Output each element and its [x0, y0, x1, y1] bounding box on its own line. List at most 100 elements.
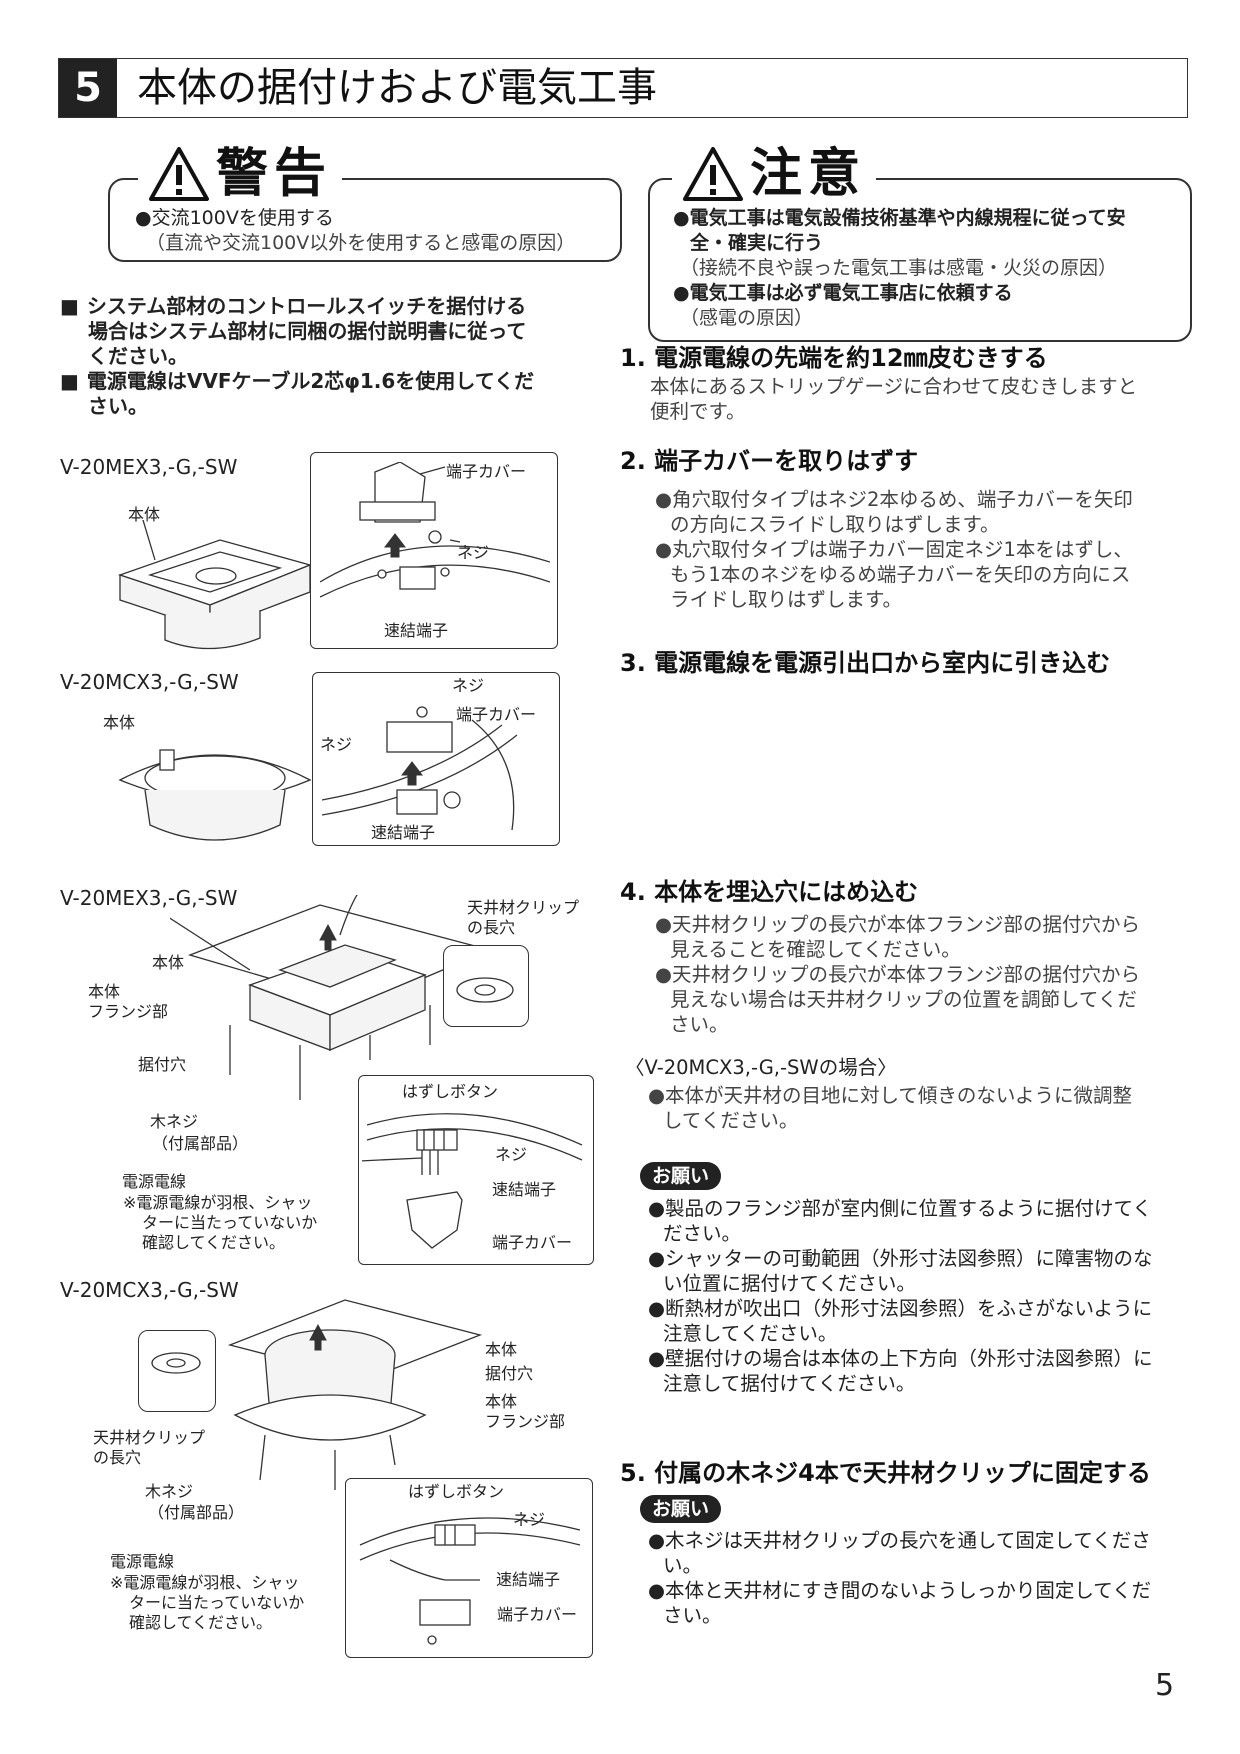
fig2-label-cover: 端子カバー — [456, 705, 537, 724]
fig1-inset — [310, 452, 558, 649]
fig3-label-screw: ネジ — [495, 1145, 528, 1164]
step-4-title: 4. 本体を埋込穴にはめ込む — [620, 878, 919, 906]
fig4-label-flange-1: 本体 — [485, 1392, 518, 1411]
fig2-label-screw-top: ネジ — [452, 676, 485, 695]
fig4-unit-drawing — [227, 1299, 483, 1490]
step-3-title: 3. 電源電線を電源引出口から室内に引き込む — [620, 649, 1111, 677]
request-badge-1: お願い — [640, 1162, 722, 1190]
fig4-label-screw: ネジ — [513, 1510, 546, 1529]
step-4-line-5: さい。 — [670, 1013, 729, 1036]
request-1-line-1: ●製品のフランジ部が室内側に位置するように据付けてく — [648, 1197, 1152, 1220]
fig4-label-clip-1: 天井材クリップ — [93, 1428, 206, 1447]
fig1-label-cover: 端子カバー — [446, 462, 527, 481]
request-badge-2: お願い — [640, 1495, 722, 1523]
caution-line-4: ●電気工事は必ず電気工事店に依頼する — [673, 282, 1013, 304]
fig3-label-terminal: 速結端子 — [492, 1180, 557, 1199]
fig4-label-flange-2: フランジ部 — [485, 1412, 566, 1431]
fig1-model: V-20MEX3,-G,-SW — [60, 455, 238, 479]
fig1-unit-drawing — [117, 520, 313, 650]
caution-title: 注意 — [672, 146, 877, 202]
step-4-case-line-1: ●本体が天井材の目地に対して傾きのないように微調整 — [648, 1084, 1133, 1107]
note-2: 電源電線はVVFケーブル2芯φ1.6を使用してくだ さい。 — [60, 369, 534, 419]
caution-line-1: ●電気工事は電気設備技術基準や内線規程に従って安 — [673, 207, 1126, 229]
warning-item-main: ●交流100Vを使用する — [135, 207, 334, 229]
fig4-label-wood-1: 木ネジ — [145, 1482, 194, 1501]
fig3-wire-note-1: ※電源電線が羽根、シャッ — [123, 1193, 313, 1212]
fig3-label-honntai: 本体 — [152, 953, 185, 972]
fig3-clip-drawing — [456, 977, 514, 1003]
request-2-line-3: ●本体と天井材にすき間のないようしっかり固定してくだ — [648, 1579, 1152, 1602]
request-1-line-4: い位置に据付けてください。 — [663, 1272, 916, 1295]
fig2-inset — [312, 672, 560, 846]
request-1-line-5: ●断熱材が吹出口（外形寸法図参照）をふさがないように — [648, 1297, 1153, 1320]
section-number: 5 — [59, 59, 117, 117]
step-1-line-1: 本体にあるストリップゲージに合わせて皮むきしますと — [650, 375, 1138, 398]
fig1-inset-drawing — [320, 462, 550, 598]
caution-line-3: （接続不良や誤った電気工事は感電・火災の原因） — [680, 257, 1118, 279]
step-4-line-2: 見えることを確認してください。 — [670, 938, 961, 961]
step-4-case-title: 〈V-20MCX3,-G,-SWの場合〉 — [625, 1056, 897, 1079]
caution-box — [648, 178, 1192, 342]
fig3-label-wood-2: （付属部品） — [152, 1134, 249, 1153]
fig4-inset-drawing — [359, 1517, 581, 1645]
fig1-label-honntai: 本体 — [128, 505, 161, 524]
step-4-line-1: ●天井材クリップの長穴が本体フランジ部の据付穴から — [655, 913, 1141, 936]
fig3-clip-detail — [443, 945, 529, 1027]
warning-title: 警告 — [138, 146, 343, 202]
fig2-model: V-20MCX3,-G,-SW — [60, 670, 239, 694]
fig4-label-cover: 端子カバー — [497, 1605, 578, 1624]
fig2-unit-drawing — [118, 749, 312, 841]
fig3-label-wood-1: 木ネジ — [150, 1112, 199, 1131]
fig1-label-terminal: 速結端子 — [384, 621, 449, 640]
fig4-label-honntai: 本体 — [485, 1340, 518, 1359]
fig3-label-wire: 電源電線 — [122, 1172, 187, 1191]
section-title: 本体の据付けおよび電気工事 — [137, 65, 657, 111]
fig3-label-release: はずしボタン — [402, 1082, 499, 1101]
caution-icon — [683, 147, 743, 201]
fig4-label-wood-2: （付属部品） — [148, 1503, 245, 1522]
fig3-label-clip-1: 天井材クリップ — [467, 898, 580, 917]
fig3-inset — [358, 1075, 594, 1265]
fig4-label-wire: 電源電線 — [110, 1552, 175, 1571]
fig4-clip-drawing — [151, 1352, 201, 1374]
fig4-inset — [345, 1478, 593, 1658]
fig4-wire-note-1: ※電源電線が羽根、シャッ — [110, 1573, 300, 1592]
step-2-title: 2. 端子カバーを取りはずす — [620, 447, 919, 475]
fig4-label-hole: 据付穴 — [485, 1364, 534, 1383]
step-1-title: 1. 電源電線の先端を約12㎜皮むきする — [620, 344, 1048, 372]
step-4-line-3: ●天井材クリップの長穴が本体フランジ部の据付穴から — [655, 963, 1141, 986]
warning-box — [108, 178, 622, 262]
step-2-line-3: ●丸穴取付タイプは端子カバー固定ネジ1本をはずし、 — [655, 538, 1133, 561]
request-1-line-6: 注意してください。 — [663, 1322, 838, 1345]
section-header: 5 本体の据付けおよび電気工事 — [58, 58, 1188, 118]
step-2-line-1: ●角穴取付タイプはネジ2本ゆるめ、端子カバーを矢印 — [655, 488, 1133, 511]
fig3-inset-drawing — [362, 1113, 583, 1249]
step-5-title: 5. 付属の木ネジ4本で天井材クリップに固定する — [620, 1459, 1151, 1487]
fig2-inset-drawing — [322, 706, 518, 830]
fig3-label-flange-1: 本体 — [88, 982, 121, 1001]
request-2-line-1: ●木ネジは天井材クリップの長穴を通して固定してくださ — [648, 1529, 1151, 1552]
fig4-wire-note-3: 確認してください。 — [129, 1613, 273, 1632]
step-2-line-5: ライドし取りはずします。 — [670, 588, 903, 611]
request-1-line-2: ださい。 — [663, 1222, 742, 1245]
request-2-line-4: さい。 — [663, 1604, 722, 1627]
fig4-label-terminal: 速結端子 — [496, 1570, 561, 1589]
step-1-line-2: 便利です。 — [650, 400, 746, 423]
step-2-line-2: の方向にスライドし取りはずします。 — [670, 513, 1000, 536]
fig3-wire-note-3: 確認してください。 — [142, 1233, 286, 1252]
caution-line-5: （感電の原因） — [680, 307, 814, 329]
fig4-model: V-20MCX3,-G,-SW — [60, 1278, 239, 1302]
step-2-line-4: もう1本のネジをゆるめ端子カバーを矢印の方向にス — [670, 563, 1131, 586]
fig2-label-honntai: 本体 — [103, 713, 136, 732]
fig2-label-screw: ネジ — [320, 735, 353, 754]
fig4-clip-detail — [138, 1330, 216, 1412]
step-4-line-4: 見えない場合は天井材クリップの位置を調節してくだ — [670, 988, 1137, 1011]
fig4-wire-note-2: ターに当たっていないか — [129, 1593, 305, 1612]
fig4-label-clip-2: の長穴 — [93, 1448, 142, 1467]
warning-icon — [149, 147, 209, 201]
fig3-unit-drawing — [170, 895, 493, 1100]
fig3-wire-note-2: ターに当たっていないか — [142, 1213, 318, 1232]
step-4-case-line-2: してください。 — [663, 1109, 799, 1132]
request-1-line-3: ●シャッターの可動範囲（外形寸法図参照）に障害物のな — [648, 1247, 1153, 1270]
fig4-label-release: はずしボタン — [408, 1482, 505, 1501]
